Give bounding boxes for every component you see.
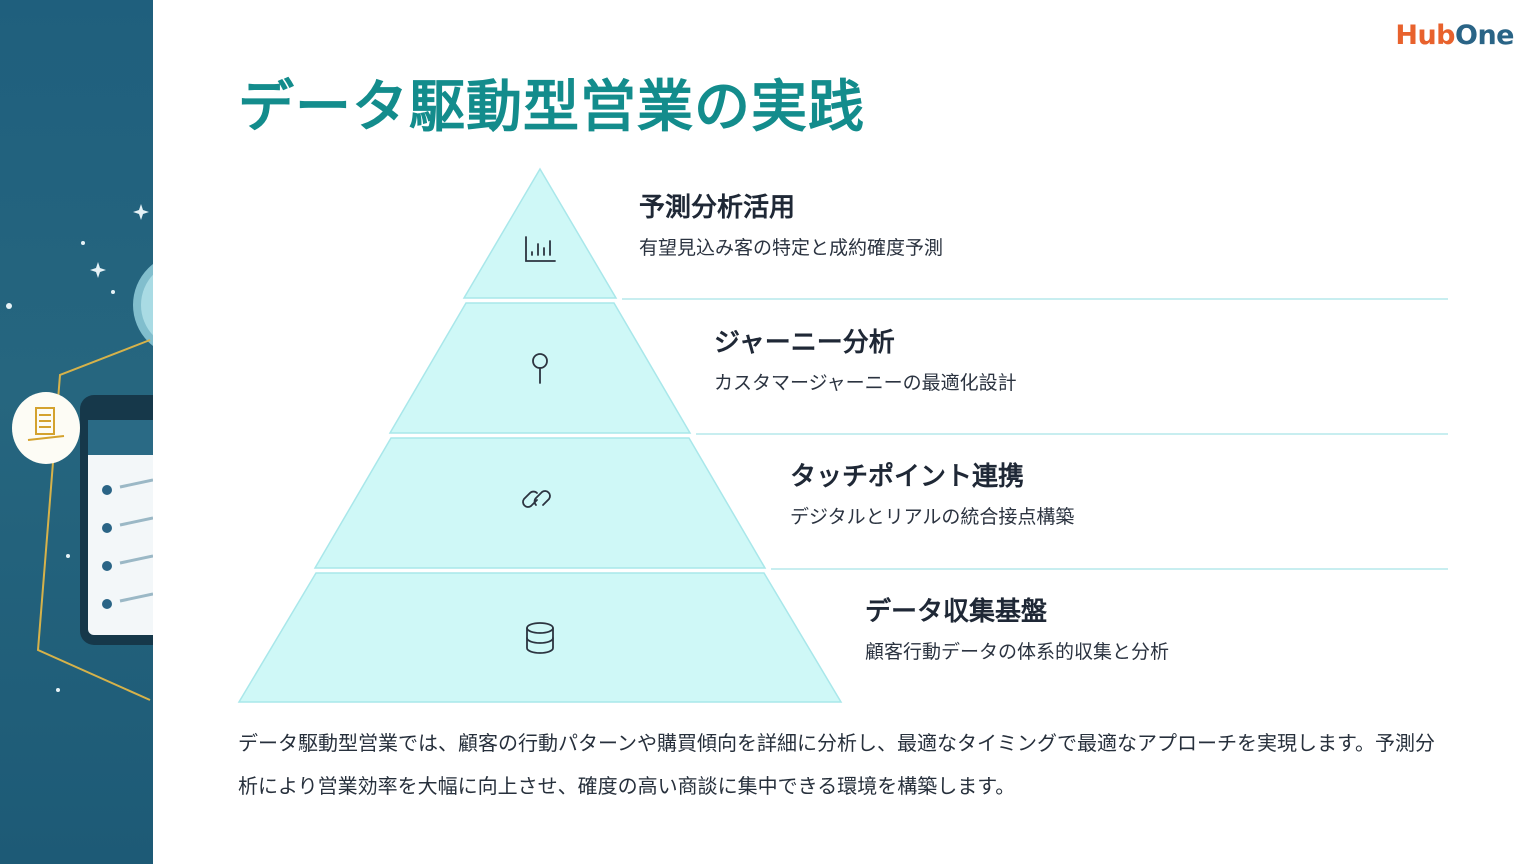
pyramid-label-4: データ収集基盤 顧客行動データの体系的収集と分析 [865,596,1169,664]
layer-description: カスタマージャーニーの最適化設計 [714,372,1017,394]
body-paragraph: データ駆動型営業では、顧客の行動パターンや購買傾向を詳細に分析し、最適なタイミン… [238,731,1435,798]
link-icon [522,490,551,508]
pyramid-label-2: ジャーニー分析 カスタマージャーニーの最適化設計 [714,327,1017,395]
brand-logo: HubOne [1395,20,1514,51]
sparkle-icons [6,204,149,692]
layer-title: 予測分析活用 [639,193,796,223]
map-pin-icon [532,353,548,384]
pyramid-label-3: タッチポイント連携 デジタルとリアルの統合接点構築 [790,461,1074,529]
layer-title: ジャーニー分析 [714,328,895,358]
side-illustration-panel [0,0,153,864]
side-illustration [6,204,153,701]
layer-title: データ収集基盤 [865,597,1048,627]
pyramid-layer-1 [462,167,618,299]
page-title: データ駆動型営業の実践 [238,75,865,140]
pyramid-layer-2 [388,302,692,434]
layer-description: 顧客行動データの体系的収集と分析 [865,641,1170,663]
bar-chart-icon [525,236,556,262]
database-icon [526,622,554,654]
pyramid-layer-3 [313,437,767,569]
ledger-icon [27,407,65,441]
pyramid-layer-4 [237,572,843,703]
logo-text-one: One [1455,20,1515,51]
layer-title: タッチポイント連携 [790,462,1025,492]
layer-description: デジタルとリアルの統合接点構築 [790,506,1075,528]
logo-text-hub: Hub [1395,20,1455,51]
layer-description: 有望見込み客の特定と成約確度予測 [639,237,944,259]
pyramid-label-1: 予測分析活用 有望見込み客の特定と成約確度予測 [639,192,943,260]
